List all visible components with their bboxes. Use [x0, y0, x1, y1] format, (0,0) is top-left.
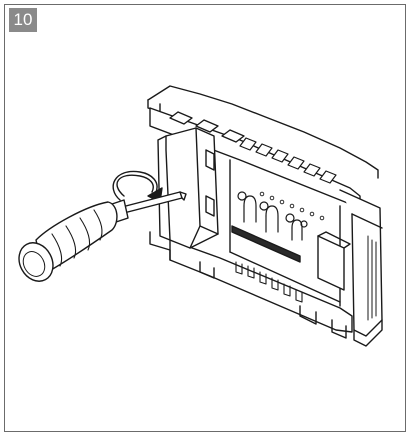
- screwdriver-icon: [18, 191, 187, 282]
- step-number-badge: 10: [9, 8, 37, 32]
- rotation-arrow-icon: [112, 170, 163, 203]
- controller-housing-icon: [147, 85, 383, 347]
